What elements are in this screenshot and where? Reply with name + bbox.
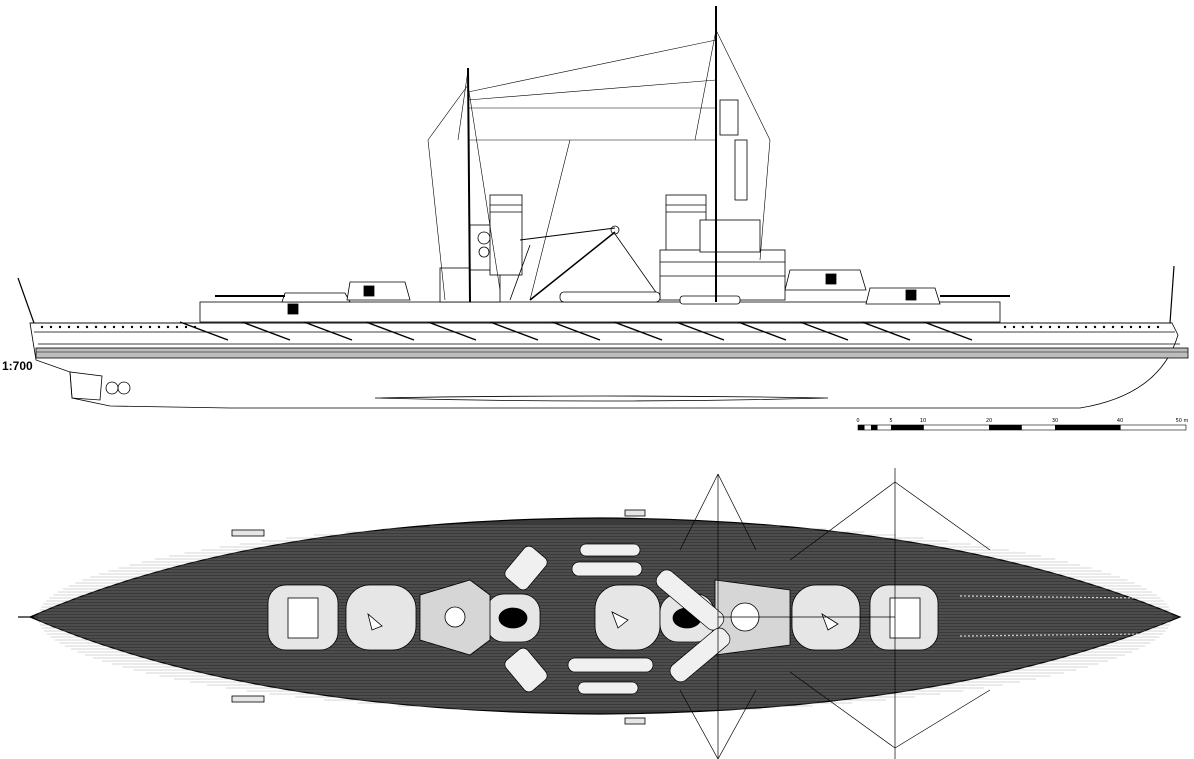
net-boom <box>923 321 973 341</box>
porthole <box>85 325 89 329</box>
porthole <box>103 325 107 329</box>
armour-belt <box>35 347 1189 359</box>
side-elevation <box>17 6 1189 409</box>
porthole <box>184 325 188 329</box>
turret-plan-a <box>267 584 339 651</box>
scale-tick-10: 10 <box>920 418 926 424</box>
turret-plan-d <box>791 584 861 651</box>
bilge-keel <box>374 395 829 402</box>
porthole <box>139 325 143 329</box>
net-boom <box>737 321 787 341</box>
porthole <box>130 325 134 329</box>
net-boom <box>241 321 291 341</box>
turret-plan-e <box>869 584 939 651</box>
turret-side-a <box>215 292 351 315</box>
porthole <box>1156 325 1160 329</box>
after-bridge <box>659 219 786 301</box>
ships-boats <box>559 291 661 303</box>
ensign-staff <box>1169 265 1175 324</box>
side-davits <box>231 509 646 725</box>
net-boom <box>861 321 911 341</box>
porthole <box>1057 325 1061 329</box>
net-boom <box>179 321 229 341</box>
propeller-2 <box>117 381 131 395</box>
scale-bar: 0 5 10 20 30 40 50 m <box>856 418 1189 431</box>
turret-side-c <box>784 269 867 291</box>
porthole <box>94 325 98 329</box>
fore-mast <box>467 67 471 303</box>
porthole <box>58 325 62 329</box>
scale-tick-50: 50 m <box>1176 418 1189 424</box>
porthole <box>1021 325 1025 329</box>
scale-tick-40: 40 <box>1117 418 1123 424</box>
porthole <box>175 325 179 329</box>
superstructure-deck <box>199 301 1001 323</box>
turret-plan-b <box>345 584 417 651</box>
porthole <box>1012 325 1016 329</box>
boats-plan <box>504 543 731 695</box>
scale-tick-5: 5 <box>889 418 892 424</box>
rudder <box>69 371 103 401</box>
porthole <box>1102 325 1106 329</box>
porthole <box>1111 325 1115 329</box>
hull-outline <box>29 322 1179 409</box>
net-boom <box>365 321 415 341</box>
porthole <box>49 325 53 329</box>
rigging <box>427 29 771 301</box>
net-boom <box>303 321 353 341</box>
porthole <box>1066 325 1070 329</box>
porthole <box>1030 325 1034 329</box>
net-booms <box>179 321 973 341</box>
net-boom <box>799 321 849 341</box>
porthole <box>1138 325 1142 329</box>
net-boom <box>489 321 539 341</box>
porthole <box>148 325 152 329</box>
porthole <box>1147 325 1151 329</box>
scale-tick-20: 20 <box>986 418 992 424</box>
turret-side-b <box>346 281 411 301</box>
net-boom <box>675 321 725 341</box>
porthole <box>121 325 125 329</box>
forward-funnel <box>489 194 523 276</box>
scale-tick-30: 30 <box>1052 418 1058 424</box>
porthole <box>1003 325 1007 329</box>
turret-side-d <box>865 287 1010 305</box>
porthole <box>157 325 161 329</box>
mast-stays-plan <box>679 468 991 759</box>
porthole <box>1084 325 1088 329</box>
jack-staff <box>17 277 35 324</box>
porthole <box>1048 325 1052 329</box>
scale-ratio-label: 1:700 <box>2 359 33 373</box>
porthole <box>1039 325 1043 329</box>
porthole <box>67 325 71 329</box>
net-boom <box>613 321 663 341</box>
porthole <box>1093 325 1097 329</box>
porthole <box>166 325 170 329</box>
boat-crane <box>509 225 661 301</box>
net-boom <box>427 321 477 341</box>
porthole <box>1120 325 1124 329</box>
funnel-plan-forward <box>485 593 541 643</box>
scale-tick-0: 0 <box>856 418 859 424</box>
porthole <box>40 325 44 329</box>
porthole <box>1129 325 1133 329</box>
turret-plan-c <box>594 584 661 651</box>
porthole <box>76 325 80 329</box>
plan-view <box>18 468 1182 759</box>
porthole <box>1075 325 1079 329</box>
porthole <box>112 325 116 329</box>
net-boom <box>551 321 601 341</box>
